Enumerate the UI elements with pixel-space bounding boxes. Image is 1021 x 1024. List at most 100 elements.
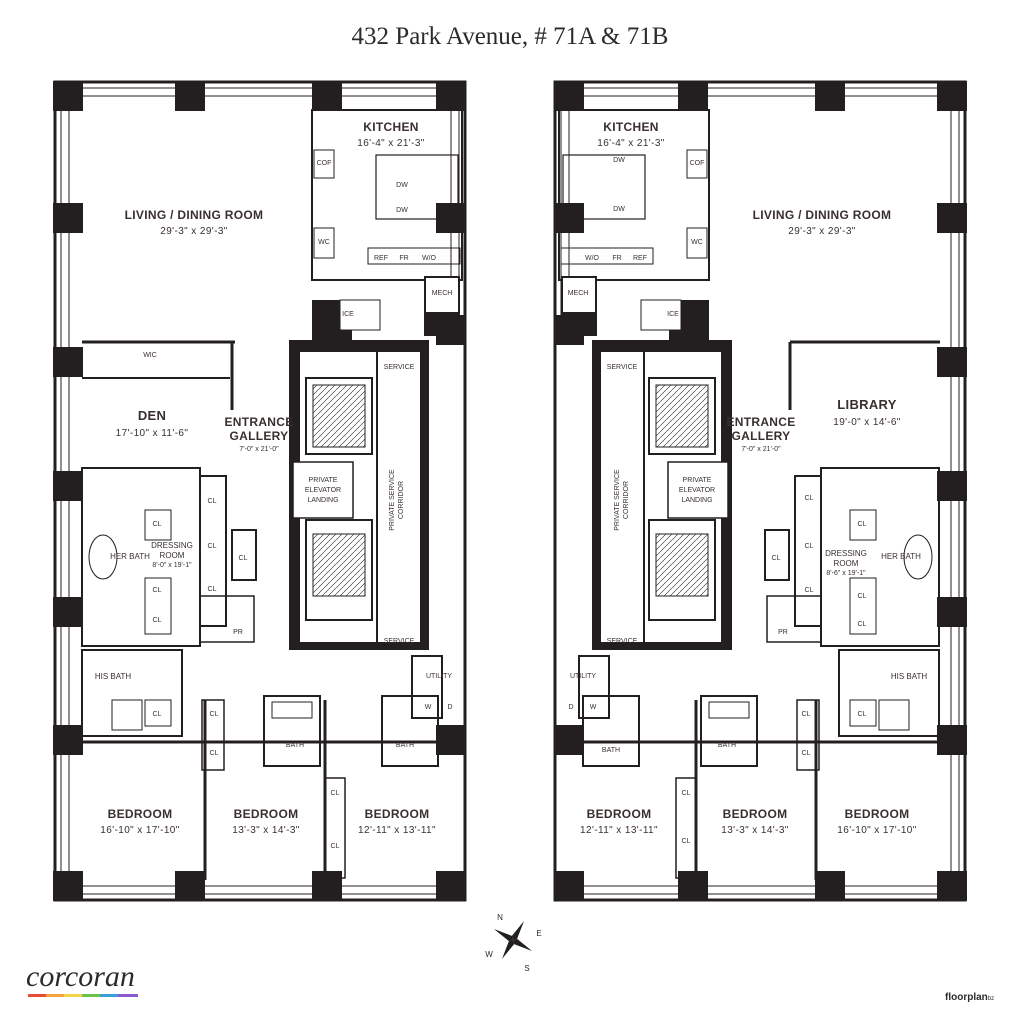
fixture-label: REF (374, 255, 388, 262)
corridor-label: PRIVATE SERVICE (614, 469, 621, 531)
room-label: LIVING / DINING ROOM (753, 208, 892, 222)
landing-label: ELEVATOR (679, 487, 715, 494)
landing-label: PRIVATE (309, 477, 338, 484)
room-label: BEDROOM (234, 807, 299, 821)
room-dims: 16'-4" x 21'-3" (597, 138, 665, 149)
plan-title: 432 Park Avenue, # 71A & 71B (352, 23, 669, 50)
room-label: HER BATH (110, 552, 150, 561)
room-dims: 7'-0" x 21'-0" (239, 446, 279, 453)
fixture-label: FR (612, 255, 621, 262)
fixture-label: D (447, 704, 452, 711)
fixture-label: CL (208, 498, 217, 505)
fixture-label: W/O (585, 255, 600, 262)
compass-w: W (485, 950, 493, 959)
fixture-label: COF (317, 160, 332, 167)
unit-71b-labels: KITCHEN 16'-4" x 21'-3" LIVING / DINING … (568, 120, 928, 845)
fixture-label: W (425, 704, 432, 711)
fixture-label: CL (682, 790, 691, 797)
room-dims: 16'-10" x 17'-10" (100, 825, 179, 836)
fixture-label: CL (858, 593, 867, 600)
room-dims: 8'-0" x 19'-1" (152, 562, 192, 569)
compass-e: E (536, 929, 541, 938)
fixture-label: CL (805, 495, 814, 502)
room-label: BEDROOM (108, 807, 173, 821)
room-label: HIS BATH (891, 672, 928, 681)
fixture-label: CL (331, 843, 340, 850)
room-dims: 13'-3" x 14'-3" (232, 825, 300, 836)
room-label: HER BATH (881, 552, 921, 561)
fixture-label: D (568, 704, 573, 711)
fixture-label: BATH (718, 742, 736, 749)
fixture-label: CL (805, 587, 814, 594)
room-label: LIVING / DINING ROOM (125, 208, 264, 222)
compass-s: S (524, 964, 529, 973)
corridor-label: CORRIDOR (623, 481, 630, 519)
corcoran-logo-stripe (28, 994, 138, 997)
fixture-label: SERVICE (384, 638, 415, 645)
fixture-label: CL (208, 543, 217, 550)
fixture-label: WC (318, 239, 330, 246)
fixture-label: CL (858, 521, 867, 528)
fixture-label: CL (210, 711, 219, 718)
room-label: GALLERY (732, 429, 791, 443)
room-dims: 12'-11" x 13'-11" (580, 825, 658, 836)
fixture-label: SERVICE (384, 364, 415, 371)
fixture-label: CL (331, 790, 340, 797)
room-dims: 16'-4" x 21'-3" (357, 138, 425, 149)
room-dims: 17'-10" x 11'-6" (116, 428, 189, 439)
fixture-label: CL (153, 711, 162, 718)
fixture-label: DW (396, 182, 408, 189)
room-dims: 7'-0" x 21'-0" (741, 446, 781, 453)
fixture-label: CL (805, 543, 814, 550)
fixture-label: CL (239, 555, 248, 562)
fixture-label: DW (613, 157, 625, 164)
room-dims: 29'-3" x 29'-3" (788, 226, 856, 237)
room-label: ROOM (160, 551, 185, 560)
compass-n: N (497, 913, 503, 922)
fixture-label: MECH (432, 290, 453, 297)
corcoran-logo: corcoran (26, 960, 135, 993)
fixture-label: MECH (568, 290, 589, 297)
fixture-label: UTILITY (570, 673, 596, 680)
fixture-label: DW (396, 207, 408, 214)
landing-label: LANDING (307, 497, 338, 504)
room-label: BEDROOM (723, 807, 788, 821)
room-dims: 16'-10" x 17'-10" (837, 825, 916, 836)
fixture-label: CL (210, 750, 219, 757)
fixture-label: BATH (286, 742, 304, 749)
fixture-label: SERVICE (607, 364, 638, 371)
room-label: ENTRANCE (726, 415, 795, 429)
fixture-label: ICE (667, 311, 679, 318)
room-label: BEDROOM (845, 807, 910, 821)
fixture-label: REF (633, 255, 647, 262)
room-label: KITCHEN (363, 120, 418, 134)
room-label: DRESSING (825, 549, 867, 558)
room-label: GALLERY (230, 429, 289, 443)
landing-label: ELEVATOR (305, 487, 341, 494)
fixture-label: ICE (342, 311, 354, 318)
fixture-label: WC (691, 239, 703, 246)
room-label: HIS BATH (95, 672, 132, 681)
room-label: DRESSING (151, 541, 193, 550)
fixture-label: CL (153, 521, 162, 528)
unit-71b (553, 80, 967, 902)
fixture-label: CL (802, 750, 811, 757)
unit-71a (53, 80, 467, 902)
corridor-label: CORRIDOR (398, 481, 405, 519)
fixture-label: BATH (396, 742, 414, 749)
room-dims: 8'-6" x 19'-1" (826, 570, 866, 577)
fixture-label: CL (153, 617, 162, 624)
room-dims: 13'-3" x 14'-3" (721, 825, 789, 836)
fixture-label: CL (772, 555, 781, 562)
room-dims: 29'-3" x 29'-3" (160, 226, 228, 237)
fixture-label: DW (613, 206, 625, 213)
landing-label: PRIVATE (683, 477, 712, 484)
fixture-label: PR (233, 629, 243, 636)
fixture-label: UTILITY (426, 673, 452, 680)
room-label: LIBRARY (837, 397, 896, 412)
room-label: DEN (138, 408, 166, 423)
fixture-label: W/O (422, 255, 437, 262)
room-label: BEDROOM (365, 807, 430, 821)
fixture-label: CL (682, 838, 691, 845)
